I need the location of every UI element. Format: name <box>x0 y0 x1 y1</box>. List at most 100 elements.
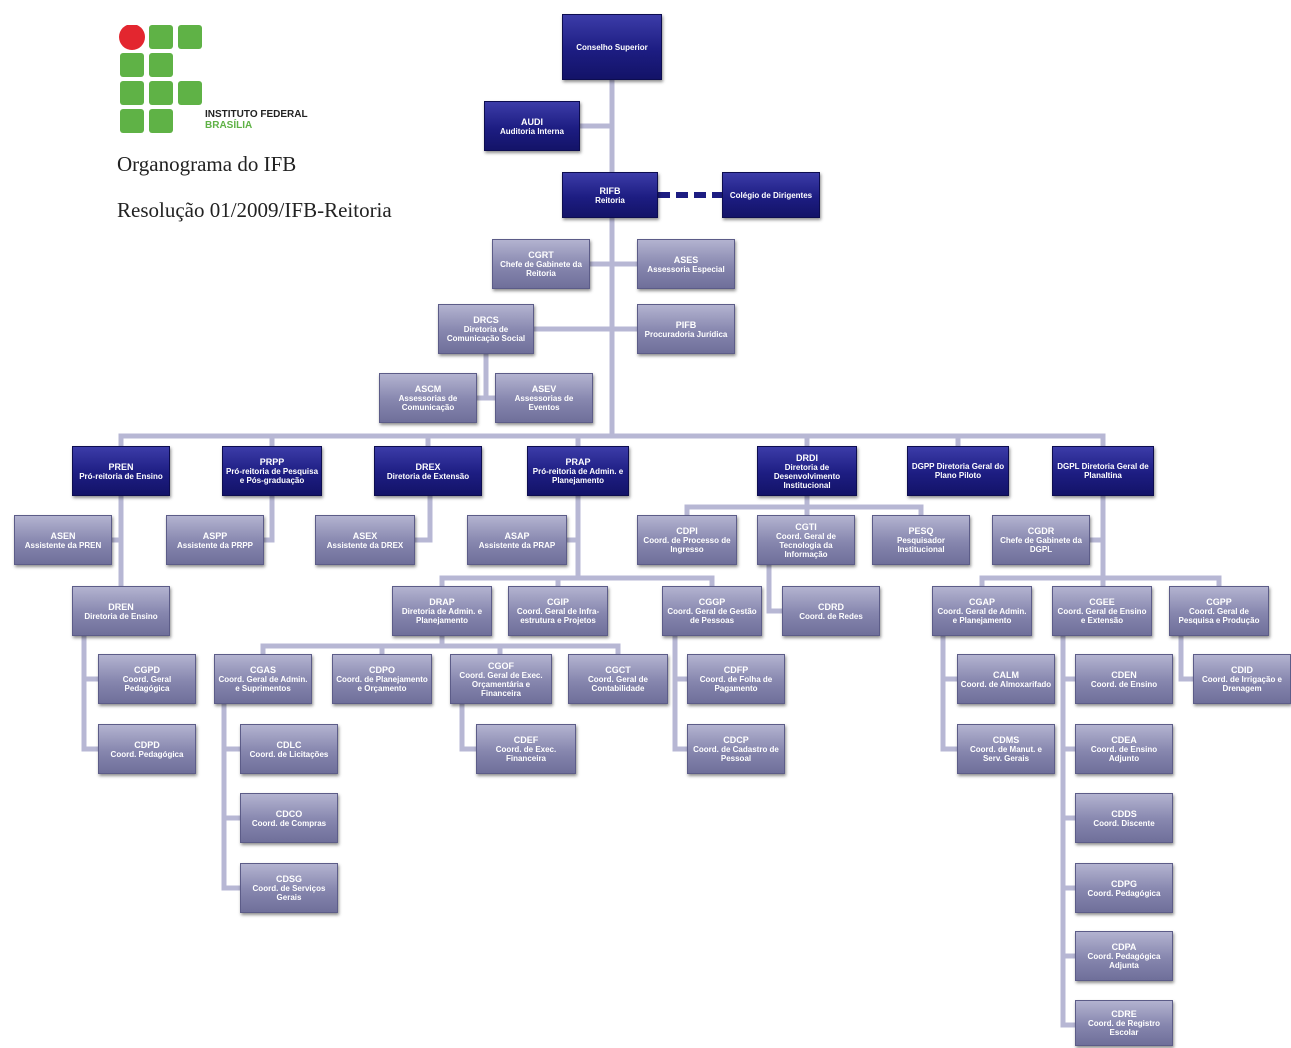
org-node-code: PRPP <box>259 457 285 467</box>
org-node-code: ASES <box>673 254 699 265</box>
org-node-code: CGAS <box>249 665 276 675</box>
org-node-code: ASEV <box>531 384 557 394</box>
org-node-code: CDFP <box>723 665 749 675</box>
org-node-code: CGCT <box>605 665 631 675</box>
org-node-label: Diretoria de Ensino <box>84 611 158 621</box>
org-node-label: Diretoria de Comunicação Social <box>446 325 526 343</box>
org-node-code: CDEA <box>1111 735 1137 745</box>
org-node-label: Chefe de Gabinete da Reitoria <box>500 260 582 278</box>
org-node-label: Coord. de Registro Escolar <box>1087 1019 1160 1037</box>
org-node-label: Assessorias de Eventos <box>514 394 574 412</box>
org-node-label: Pró-reitoria de Admin. e Planejamento <box>532 467 624 485</box>
org-node-label: DGPP Diretoria Geral do Plano Piloto <box>911 462 1005 480</box>
org-node-code: ASEN <box>50 530 76 541</box>
org-node-code: ASAP <box>504 530 530 541</box>
org-node-label: Coord. Geral de Infra-estrutura e Projet… <box>516 607 600 625</box>
org-node-label: Coord. Geral de Admin. e Planejamento <box>937 607 1027 625</box>
org-node-code: CGEE <box>1089 597 1115 607</box>
org-node-label: Coord. Pedagógica Adjunta <box>1087 952 1161 970</box>
org-node-code: CDRD <box>818 601 844 612</box>
org-node-code: DRAP <box>429 597 455 607</box>
org-node-label: Pesquisador Institucional <box>896 536 945 554</box>
org-node-code: CGAP <box>968 597 995 607</box>
org-node-label: Assistente da PRAP <box>478 540 556 550</box>
org-node-code: DRCS <box>473 315 499 325</box>
org-node-code: CGPD <box>133 665 160 675</box>
page-title: Organograma do IFB <box>117 152 297 176</box>
logo-square <box>120 109 144 133</box>
org-node-label: Auditoria Interna <box>499 126 564 136</box>
org-node-label: Coord. Pedagógica <box>1087 888 1161 898</box>
org-node-code: RIFB <box>599 185 621 196</box>
org-node-code: CALM <box>993 669 1019 680</box>
org-node-label: Pró-reitoria de Ensino <box>79 471 163 481</box>
org-node-code: CDCP <box>723 735 749 745</box>
org-node-label: Coord. de Licitações <box>249 749 329 759</box>
org-node-label: Coord. de Almoxarifado <box>960 679 1052 689</box>
org-node-label: Reitoria <box>595 195 625 205</box>
ifb-logo <box>119 25 202 133</box>
org-node-label: Diretoria de Desenvolvimento Institucion… <box>773 462 841 490</box>
org-node-label: Coord. Geral de Admin. e Suprimentos <box>218 675 308 693</box>
org-node-code: CGGP <box>698 597 726 607</box>
org-node-label: Coord. de Cadastro de Pessoal <box>693 745 779 763</box>
org-node-code: CGDR <box>1027 526 1055 536</box>
org-node-label: Coord. Geral de Gestão de Pessoas <box>667 607 757 625</box>
org-node-label: Diretoria de Extensão <box>386 471 470 481</box>
logo-square <box>149 109 173 133</box>
org-node-label: Assessorias de Comunicação <box>398 394 458 412</box>
org-node-label: Coord. Geral de Exec. Orçamentária e Fin… <box>459 670 543 698</box>
org-node-code: PIFB <box>675 319 697 330</box>
org-node-cd: Colégio de Dirigentes <box>722 172 820 218</box>
logo-square <box>149 53 173 77</box>
logo-square <box>178 81 202 105</box>
org-node-code: CDLC <box>276 739 302 750</box>
org-node-cs: Conselho Superior <box>562 14 662 80</box>
org-node-code: CDPO <box>368 665 395 675</box>
org-node-label: Coord. de Ensino <box>1090 679 1158 689</box>
org-node-code: AUDI <box>521 116 543 127</box>
org-node-label: Coord. de Folha de Pagamento <box>699 675 773 693</box>
org-node-label: Chefe de Gabinete da DGPL <box>1000 536 1082 554</box>
org-node-label: Colégio de Dirigentes <box>729 190 813 200</box>
org-node-code: CGOF <box>488 660 514 671</box>
org-node-code: DRDI <box>796 452 818 463</box>
org-node-label: Pró-reitoria de Pesquisa e Pós-graduação <box>225 467 319 485</box>
